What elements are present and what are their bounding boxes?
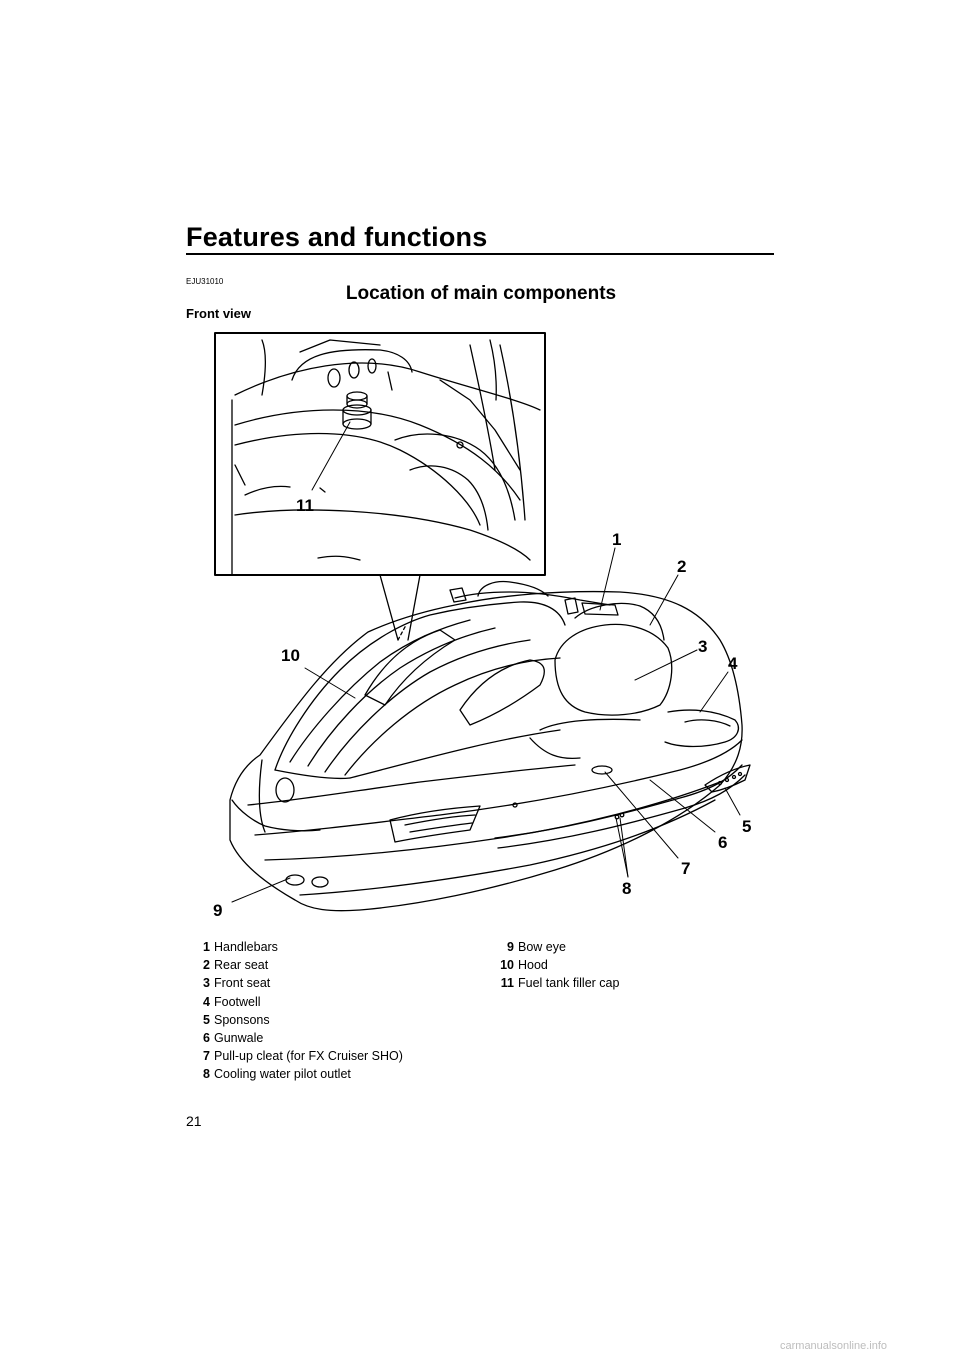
- callout-8: 8: [622, 879, 631, 898]
- legend-label: Front seat: [214, 976, 271, 991]
- inset-pointer: [379, 574, 421, 641]
- section-heading: Location of main components: [345, 283, 617, 304]
- legend-label: Footwell: [214, 994, 261, 1009]
- legend-label: Sponsons: [214, 1012, 270, 1027]
- leader-lines: [231, 421, 741, 903]
- subheading: Front view: [186, 306, 252, 321]
- callout-6: 6: [718, 833, 727, 852]
- callout-11: 11: [296, 496, 314, 515]
- callout-3: 3: [698, 637, 707, 656]
- title-rule: [186, 253, 774, 255]
- callout-7: 7: [681, 859, 690, 878]
- page-number: 21: [186, 1113, 202, 1129]
- callout-9: 9: [213, 901, 222, 920]
- callout-10: 10: [281, 646, 300, 665]
- inset-pointer-dashed: [397, 624, 407, 641]
- watercraft-body: [229, 580, 751, 912]
- callout-2: 2: [677, 557, 686, 576]
- legend-label: Pull-up cleat (for FX Cruiser SHO): [214, 1049, 403, 1064]
- callout-4: 4: [728, 654, 738, 673]
- watermark: carmanualsonline.info: [780, 1340, 888, 1352]
- document-code: EJU31010: [186, 277, 224, 286]
- legend-label: Cooling water pilot outlet: [214, 1067, 351, 1082]
- legend-label: Gunwale: [214, 1031, 264, 1046]
- legend-label: Hood: [518, 958, 548, 973]
- page-title: Features and functions: [186, 222, 488, 252]
- callout-1: 1: [612, 530, 621, 549]
- legend-label: Handlebars: [214, 940, 278, 954]
- legend-label: Fuel tank filler cap: [518, 976, 620, 991]
- legend-label: Bow eye: [518, 940, 566, 954]
- legend-label: Rear seat: [214, 958, 269, 973]
- inset-detail: [231, 339, 541, 576]
- callout-5: 5: [742, 817, 751, 836]
